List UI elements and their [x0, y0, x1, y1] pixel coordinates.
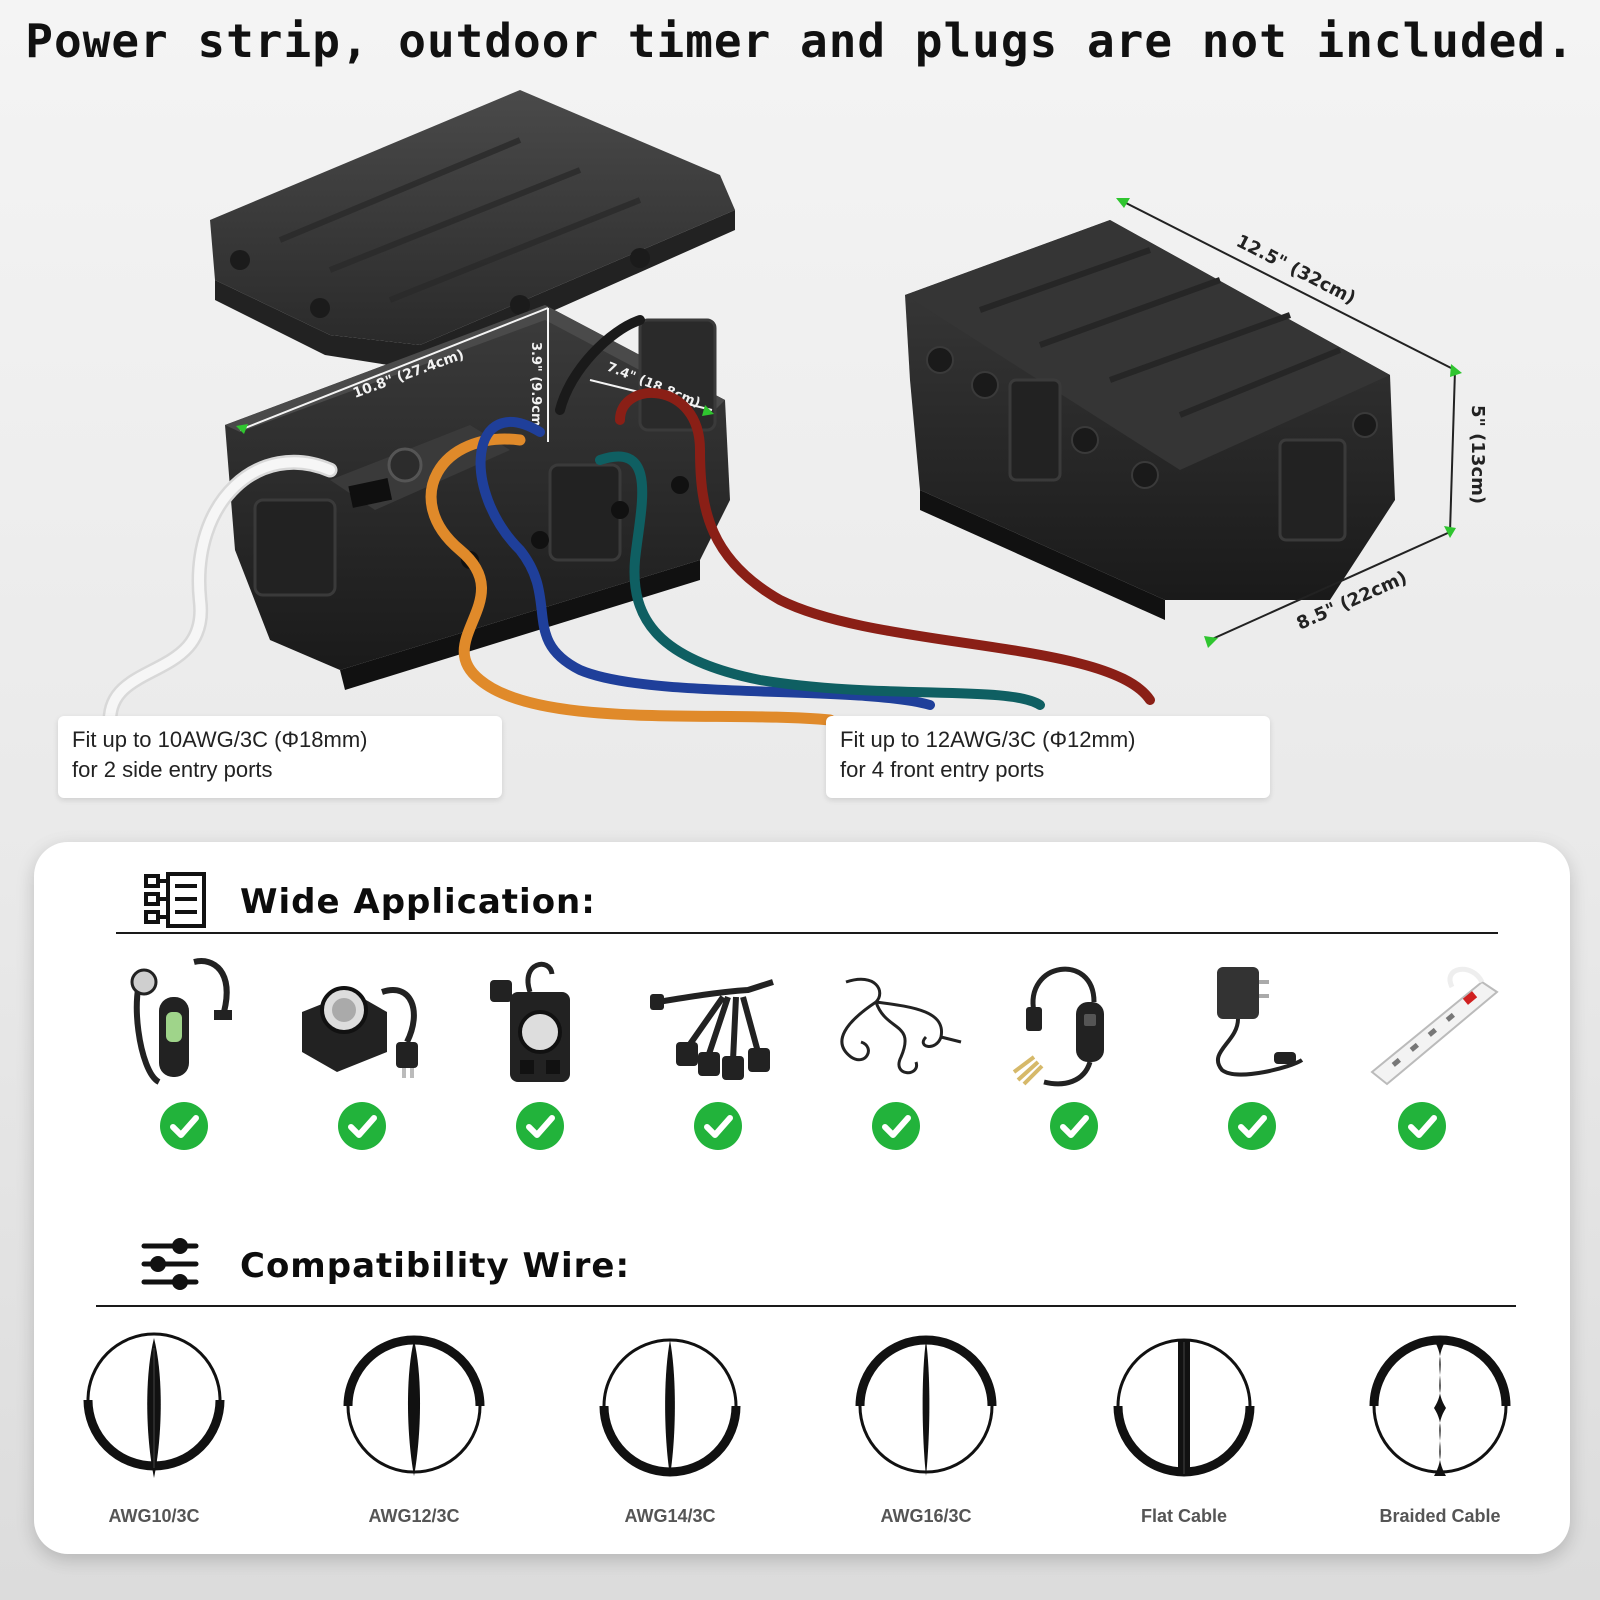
- compatibility-divider: [96, 1305, 1516, 1307]
- check-icon: [1060, 1115, 1089, 1138]
- check-icon: [526, 1115, 555, 1138]
- sliders-icon: [141, 1238, 199, 1290]
- outer-dimension-lines: [1119, 199, 1456, 641]
- braided-cable-icon: [1369, 1335, 1511, 1476]
- app-item-dc-splitter: [826, 952, 966, 1172]
- app-item-plug-in-timer: [470, 952, 610, 1172]
- app-item-outdoor-timer: [292, 952, 432, 1172]
- app-item-power-strip: [1352, 952, 1499, 1172]
- ev-charger-icon: [130, 958, 232, 1085]
- product-illustration: 10.8" (27.4cm) 3.9" (9.9cm) 7.4" (18.8cm…: [102, 90, 1488, 728]
- check-icon: [1238, 1115, 1267, 1138]
- app-item-check: [338, 1102, 386, 1150]
- side-port-callout: Fit up to 10AWG/3C (Φ18mm) for 2 side en…: [58, 716, 502, 798]
- outlet-splitter-icon: [650, 979, 774, 1080]
- wire-label: Braided Cable: [1379, 1506, 1501, 1526]
- front-port-callout-line1: Fit up to 12AWG/3C (Φ12mm): [840, 727, 1136, 752]
- app-item-check: [160, 1102, 208, 1150]
- list-document-icon: [144, 872, 206, 928]
- flat-cable-icon: [1113, 1338, 1255, 1477]
- check-icon: [348, 1115, 377, 1138]
- inner-height-label: 3.9" (9.9cm): [528, 342, 543, 433]
- wide-application-title: Wide Application:: [240, 882, 596, 922]
- power-strip-icon: [1370, 966, 1499, 1086]
- app-item-check: [1228, 1102, 1276, 1150]
- app-item-ev-charger: [114, 952, 254, 1172]
- length-label: 12.5" (32cm): [1233, 231, 1359, 309]
- side-port-callout-line1: Fit up to 10AWG/3C (Φ18mm): [72, 727, 368, 752]
- open-box-base: [225, 305, 730, 690]
- check-icon: [170, 1115, 199, 1138]
- front-port-callout: Fit up to 12AWG/3C (Φ12mm) for 4 front e…: [826, 716, 1270, 798]
- awg10-wire-icon: [83, 1332, 225, 1478]
- app-item-gfci-cord: [1004, 952, 1144, 1172]
- cables: [102, 315, 1155, 728]
- side-port-callout-line2: for 2 side entry ports: [72, 757, 273, 782]
- wide-application-divider: [116, 932, 1498, 934]
- wire-label: AWG14/3C: [624, 1506, 716, 1526]
- plug-in-timer-icon: [490, 961, 570, 1082]
- wire-label: Flat Cable: [1140, 1506, 1228, 1526]
- outdoor-timer-icon: [302, 986, 418, 1078]
- height-label: 5" (13cm): [1467, 405, 1488, 504]
- check-icon: [704, 1115, 733, 1138]
- awg14-wire-icon: [599, 1338, 741, 1477]
- closed-box: [905, 220, 1395, 620]
- wire-item-awg12: AWG12/3C: [334, 1328, 494, 1528]
- wire-label: AWG10/3C: [108, 1506, 200, 1526]
- awg12-wire-icon: [343, 1335, 485, 1476]
- app-item-check: [872, 1102, 920, 1150]
- wire-item-awg16: AWG16/3C: [846, 1328, 1006, 1528]
- wire-item-awg10: AWG10/3C: [74, 1328, 234, 1528]
- check-icon: [882, 1115, 911, 1138]
- wire-item-braided-cable: Braided Cable: [1360, 1328, 1520, 1528]
- power-adapter-icon: [1215, 967, 1304, 1077]
- app-item-check: [516, 1102, 564, 1150]
- headline: Power strip, outdoor timer and plugs are…: [25, 14, 1575, 68]
- dc-splitter-cable-icon: [840, 977, 962, 1075]
- compatibility-title: Compatibility Wire:: [240, 1246, 631, 1286]
- app-item-check: [1398, 1102, 1446, 1150]
- wire-item-awg14: AWG14/3C: [590, 1328, 750, 1528]
- front-port-callout-line2: for 4 front entry ports: [840, 757, 1045, 782]
- wire-label: AWG16/3C: [880, 1506, 972, 1526]
- app-item-power-adapter: [1182, 952, 1322, 1172]
- app-item-check: [1050, 1102, 1098, 1150]
- app-item-check: [694, 1102, 742, 1150]
- gfci-cord-icon: [1012, 966, 1104, 1087]
- awg16-wire-icon: [855, 1335, 997, 1476]
- app-item-outlet-splitter: [648, 952, 788, 1172]
- wire-item-flat-cable: Flat Cable: [1104, 1328, 1264, 1528]
- info-card: Wide Application:: [34, 842, 1570, 1554]
- check-icon: [1408, 1115, 1437, 1138]
- wire-label: AWG12/3C: [368, 1506, 460, 1526]
